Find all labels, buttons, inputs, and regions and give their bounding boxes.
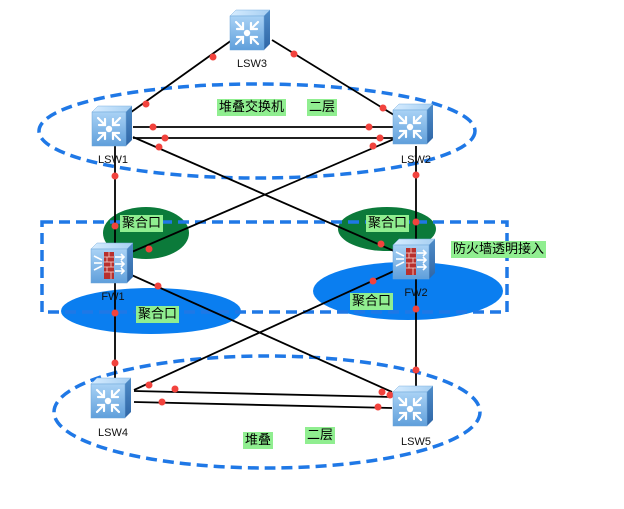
port-dot: [171, 385, 179, 393]
device-label-fw2: FW2: [404, 287, 428, 299]
link-lsw3-lsw1[interactable]: [119, 39, 233, 121]
port-dot: [145, 245, 153, 253]
port-dot: [412, 366, 420, 374]
port-dot: [369, 277, 377, 285]
firewall-icon: [90, 242, 134, 284]
device-label-fw1: FW1: [101, 291, 125, 303]
device-label-lsw1: LSW1: [98, 154, 128, 166]
device-fw1[interactable]: [90, 242, 134, 284]
switch-icon: [90, 104, 134, 148]
port-dot: [412, 218, 420, 226]
eth-trunk-label-fw1-upper: 聚合口: [120, 215, 164, 232]
link-lsw2-fw1[interactable]: [126, 138, 395, 255]
port-dot: [111, 309, 119, 317]
eth-trunk-label-fw2-upper: 聚合口: [366, 215, 410, 232]
switch-icon: [89, 376, 133, 420]
link-fw2-lsw4[interactable]: [133, 270, 395, 391]
port-dot: [377, 240, 385, 248]
port-dot: [111, 172, 119, 180]
link-lsw4-lsw5-stack-1[interactable]: [133, 390, 393, 398]
device-lsw2[interactable]: [391, 102, 435, 146]
link-lsw1-fw2[interactable]: [132, 136, 395, 252]
device-label-lsw5: LSW5: [401, 436, 431, 448]
port-dot: [209, 53, 217, 61]
bottom-stack-label: 堆叠: [243, 432, 274, 449]
port-dot: [149, 123, 157, 131]
port-dot: [158, 398, 166, 406]
switch-icon: [391, 102, 435, 146]
port-dot: [154, 282, 162, 290]
link-lsw4-lsw5-stack-2[interactable]: [133, 401, 393, 409]
firewall-zone-outline[interactable]: [40, 220, 509, 314]
device-label-lsw3: LSW3: [237, 58, 267, 70]
port-dot: [111, 359, 119, 367]
switch-icon: [391, 384, 435, 428]
eth-trunk-label-fw2-lower: 聚合口: [350, 293, 394, 310]
firewall-zone-label: 防火墙透明接入: [451, 241, 547, 258]
port-dot: [290, 50, 298, 58]
port-dot: [145, 381, 153, 389]
top-stack-group-outline[interactable]: [37, 82, 477, 180]
bottom-stack-layer-label: 二层: [305, 427, 336, 444]
device-fw2[interactable]: [392, 238, 436, 280]
port-dot: [111, 222, 119, 230]
device-lsw5[interactable]: [391, 384, 435, 428]
port-dot: [155, 143, 163, 151]
port-dot: [412, 305, 420, 313]
device-lsw4[interactable]: [89, 376, 133, 420]
port-dot: [365, 123, 373, 131]
top-stack-label: 堆叠交换机: [217, 99, 287, 116]
port-dot: [378, 388, 386, 396]
firewall-icon: [392, 238, 436, 280]
bottom-stack-group-outline[interactable]: [52, 354, 482, 470]
device-label-lsw2: LSW2: [401, 154, 431, 166]
top-stack-layer-label: 二层: [307, 99, 338, 116]
port-dot: [369, 142, 377, 150]
port-dot: [386, 391, 394, 399]
port-dot: [142, 100, 150, 108]
eth-trunk-label-fw1-lower: 聚合口: [136, 306, 180, 323]
port-dot: [379, 104, 387, 112]
switch-icon: [228, 8, 272, 52]
port-dot: [412, 171, 420, 179]
device-lsw1[interactable]: [90, 104, 134, 148]
port-dot: [376, 134, 384, 142]
device-lsw3[interactable]: [228, 8, 272, 52]
port-dot: [374, 403, 382, 411]
port-dot: [161, 134, 169, 142]
device-label-lsw4: LSW4: [98, 427, 128, 439]
